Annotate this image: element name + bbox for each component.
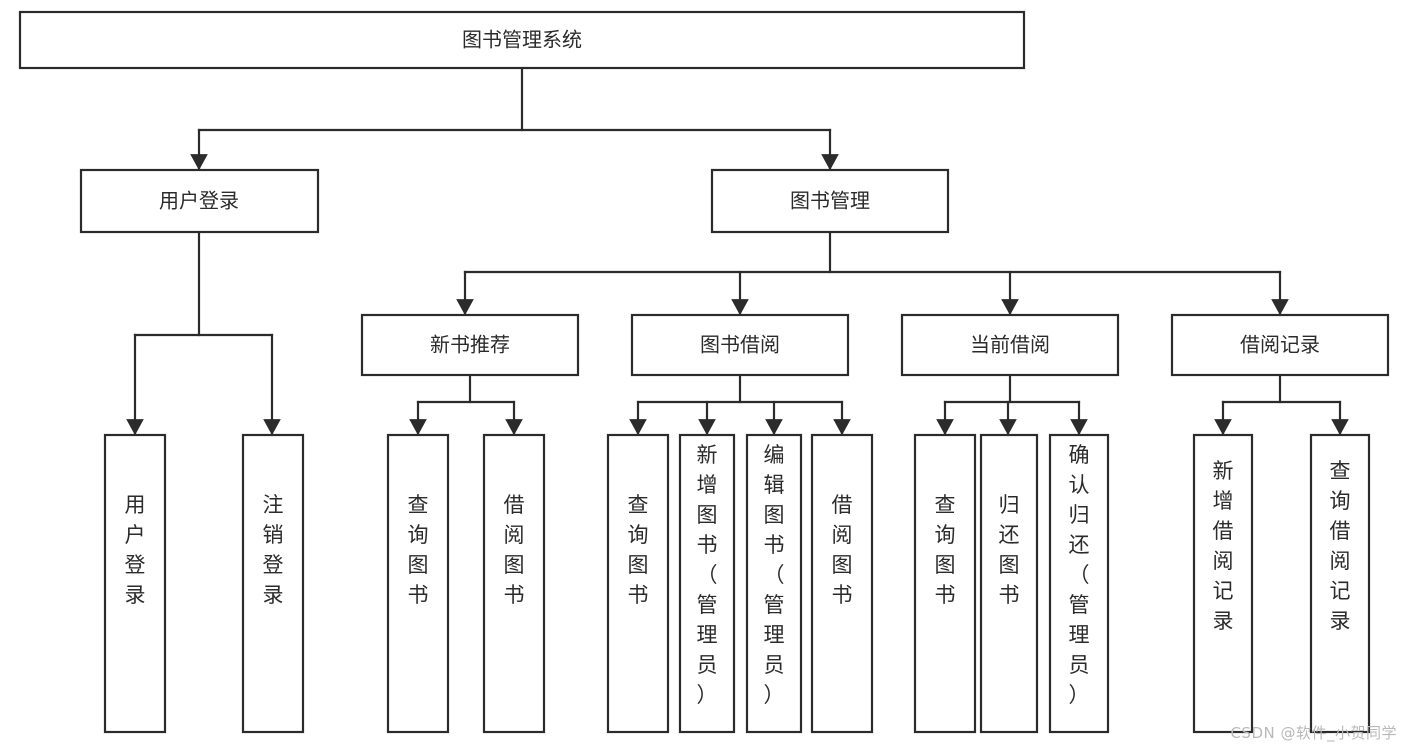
borrow-record-box[interactable] (1170, 313, 1390, 377)
book-borrow-label: 图书借阅 (700, 333, 780, 357)
leaf-current-borrow-3[interactable]: 确认归还（管理员） (1048, 433, 1110, 734)
leaf-book-borrow-3[interactable]: 编辑图书（管理员） (745, 433, 803, 734)
leaf-box[interactable] (1309, 433, 1371, 734)
leaf-book-borrow-1[interactable]: 查询图书 (606, 433, 670, 734)
csdn-watermark: CSDN @软件_小贺同学 (1230, 724, 1397, 742)
leaf-new-book-1[interactable]: 查询图书 (386, 433, 450, 734)
node-current-borrow[interactable]: 当前借阅 (900, 313, 1120, 377)
leaf-box[interactable] (606, 433, 670, 734)
leaf-label: 查询借阅记录 (1330, 459, 1351, 633)
leaf-box[interactable] (103, 433, 167, 734)
current-borrow-label: 当前借阅 (970, 333, 1050, 357)
leaf-book-borrow-4[interactable]: 借阅图书 (810, 433, 874, 734)
leaf-label: 新增图书（管理员） (697, 443, 718, 707)
leaf-label: 确认归还（管理员） (1069, 443, 1090, 707)
edges-book-manage-to-level3 (456, 230, 1289, 316)
root-label: 图书管理系统 (462, 28, 582, 52)
leaf-box[interactable] (1048, 433, 1110, 734)
leaf-borrow-record-2[interactable]: 查询借阅记录 (1309, 433, 1371, 734)
leaf-book-borrow-2[interactable]: 新增图书（管理员） (678, 433, 736, 734)
leaf-label: 注销登录 (263, 493, 284, 607)
leaf-box[interactable] (678, 433, 736, 734)
node-book-manage[interactable]: 图书管理 (710, 168, 950, 234)
node-new-book-recommend[interactable]: 新书推荐 (360, 313, 580, 377)
leaf-user-login-1[interactable]: 用户登录 (103, 433, 167, 734)
leaf-label: 查询图书 (408, 493, 429, 607)
leaf-current-borrow-1[interactable]: 查询图书 (913, 433, 977, 734)
leaf-box[interactable] (745, 433, 803, 734)
leaf-label: 借阅图书 (504, 493, 525, 607)
leaf-current-borrow-2[interactable]: 归还图书 (979, 433, 1039, 734)
edges-user-login-to-leaves (126, 230, 281, 436)
book-manage-box[interactable] (710, 168, 950, 234)
edges-new-book-to-leaves (409, 373, 523, 436)
edges-borrow-record-to-leaves (1214, 373, 1349, 436)
leaf-new-book-2[interactable]: 借阅图书 (482, 433, 546, 734)
book-borrow-box[interactable] (630, 313, 850, 377)
leaf-box[interactable] (241, 433, 305, 734)
edges-root-to-level2 (190, 66, 839, 171)
leaf-label: 查询图书 (935, 493, 956, 607)
node-borrow-record[interactable]: 借阅记录 (1170, 313, 1390, 377)
leaf-box[interactable] (386, 433, 450, 734)
leaf-user-login-2[interactable]: 注销登录 (241, 433, 305, 734)
node-book-borrow[interactable]: 图书借阅 (630, 313, 850, 377)
leaf-label: 新增借阅记录 (1213, 459, 1234, 633)
new-book-recommend-label: 新书推荐 (430, 333, 510, 357)
book-manage-label: 图书管理 (790, 189, 870, 213)
leaf-borrow-record-1[interactable]: 新增借阅记录 (1192, 433, 1254, 734)
leaf-label: 借阅图书 (832, 493, 853, 607)
node-root[interactable]: 图书管理系统 (18, 10, 1026, 70)
leaf-label: 编辑图书（管理员） (764, 443, 785, 707)
new-book-recommend-box[interactable] (360, 313, 580, 377)
current-borrow-box[interactable] (900, 313, 1120, 377)
leaf-box[interactable] (1192, 433, 1254, 734)
leaf-box[interactable] (810, 433, 874, 734)
leaf-box[interactable] (913, 433, 977, 734)
user-login-label: 用户登录 (159, 189, 239, 213)
borrow-record-label: 借阅记录 (1240, 333, 1320, 357)
user-login-box[interactable] (79, 168, 320, 234)
leaf-label: 查询图书 (628, 493, 649, 607)
edges-book-borrow-to-leaves (629, 373, 851, 436)
leaf-label: 用户登录 (125, 493, 146, 607)
root-box[interactable] (18, 10, 1026, 70)
leaf-box[interactable] (482, 433, 546, 734)
leaf-box[interactable] (979, 433, 1039, 734)
node-user-login[interactable]: 用户登录 (79, 168, 320, 234)
edges-current-borrow-to-leaves (936, 373, 1088, 436)
leaf-label: 归还图书 (999, 493, 1020, 607)
